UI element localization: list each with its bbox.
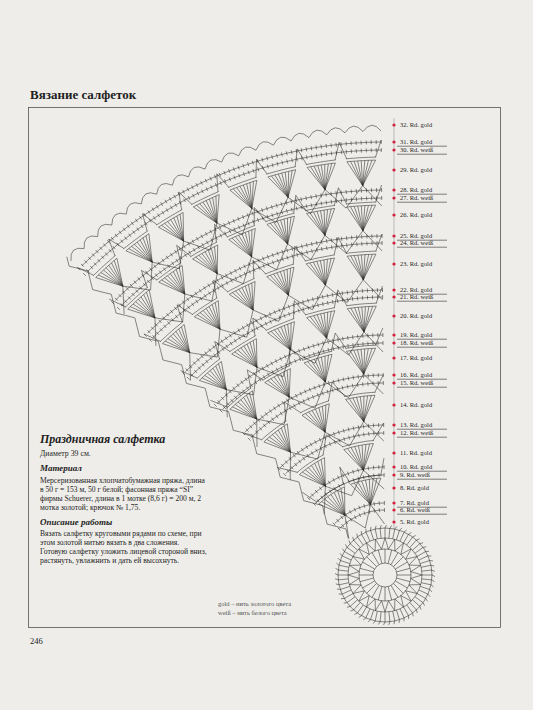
- row-underline: [397, 301, 447, 302]
- row-underline: [397, 347, 447, 348]
- row-dot: [392, 168, 395, 171]
- row-label: 15. Rd. weiß: [400, 379, 433, 386]
- section-heading: Материал: [40, 463, 208, 474]
- row-underline: [397, 202, 447, 203]
- row-label: 31. Rd. gold: [400, 138, 432, 145]
- centre-ring: [338, 528, 432, 622]
- row-dot: [392, 508, 395, 511]
- row-dot: [392, 473, 395, 476]
- row-underline: [397, 154, 447, 155]
- legend-note: gold – нить золотого цвета: [218, 600, 291, 608]
- row-label: 20. Rd. gold: [400, 312, 432, 319]
- row-underline: [397, 437, 447, 438]
- row-label: 19. Rd. gold: [400, 331, 432, 338]
- row-label: 29. Rd. gold: [400, 166, 432, 173]
- row-label: 25. Rd. gold: [400, 232, 432, 239]
- row-label: 30. Rd. weiß: [400, 146, 433, 153]
- row-dot: [392, 356, 395, 359]
- row-dot: [392, 213, 395, 216]
- row-label: 10. Rd. gold: [400, 463, 432, 470]
- row-label: 26. Rd. gold: [400, 211, 432, 218]
- chart-frame: [29, 108, 501, 628]
- row-dot: [392, 188, 395, 191]
- row-dot: [392, 465, 395, 468]
- body-text: Мерсеризованная хлопчатобумажная пряжа, …: [40, 476, 208, 512]
- row-label: 7. Rd. gold: [400, 499, 429, 506]
- row-dot: [392, 123, 395, 126]
- row-dot: [392, 288, 395, 291]
- centre-ring: [373, 563, 397, 587]
- row-dot: [392, 295, 395, 298]
- row-dot: [392, 262, 395, 265]
- row-dot: [392, 520, 395, 523]
- row-dot: [392, 140, 395, 143]
- row-dot: [392, 423, 395, 426]
- row-marks: [392, 118, 447, 530]
- section-heading: Описание работы: [40, 517, 208, 528]
- row-underline: [397, 479, 447, 480]
- body-text: Вязать салфетку круговыми рядами по схем…: [40, 529, 208, 565]
- row-label: 16. Rd. gold: [400, 371, 432, 378]
- row-label: 5. Rd. gold: [400, 518, 429, 525]
- row-label: 14. Rd. gold: [400, 401, 432, 408]
- row-label: 27. Rd. weiß: [400, 194, 433, 201]
- row-underline: [397, 514, 447, 515]
- row-dot: [392, 234, 395, 237]
- row-label: 23. Rd. gold: [400, 260, 432, 267]
- row-label: 11. Rd. gold: [400, 449, 432, 456]
- legend-note: weiß – нить белого цвета: [218, 609, 287, 617]
- row-label: 12. Rd. weiß: [400, 429, 433, 436]
- pattern-title: Праздничная салфетка: [40, 432, 208, 446]
- row-dot: [392, 373, 395, 376]
- row-dot: [392, 451, 395, 454]
- row-label: 18. Rd. weiß: [400, 339, 433, 346]
- row-label: 22. Rd. gold: [400, 286, 432, 293]
- row-label: 28. Rd. gold: [400, 186, 432, 193]
- row-underline: [397, 387, 447, 388]
- row-label: 9. Rd. weiß: [400, 471, 430, 478]
- row-label: 8. Rd. gold: [400, 484, 429, 491]
- row-dot: [392, 148, 395, 151]
- row-label: 21. Rd. weiß: [400, 293, 433, 300]
- row-label: 32. Rd. gold: [400, 121, 432, 128]
- row-dot: [392, 314, 395, 317]
- page-number: 246: [30, 636, 43, 646]
- row-label: 17. Rd. gold: [400, 354, 432, 361]
- row-dot: [392, 333, 395, 336]
- row-underline: [397, 247, 447, 248]
- row-dot: [392, 381, 395, 384]
- row-dot: [392, 486, 395, 489]
- page-heading: Вязание салфеток: [30, 87, 136, 103]
- row-label: 6. Rd. weiß: [400, 506, 430, 513]
- size-note: Диаметр 39 см.: [40, 449, 208, 458]
- row-dot: [392, 403, 395, 406]
- row-dot: [392, 196, 395, 199]
- row-label: 13. Rd. gold: [400, 421, 432, 428]
- row-dot: [392, 341, 395, 344]
- row-dot: [392, 501, 395, 504]
- row-label: 24. Rd. weiß: [400, 239, 433, 246]
- row-dot: [392, 431, 395, 434]
- row-dot: [392, 241, 395, 244]
